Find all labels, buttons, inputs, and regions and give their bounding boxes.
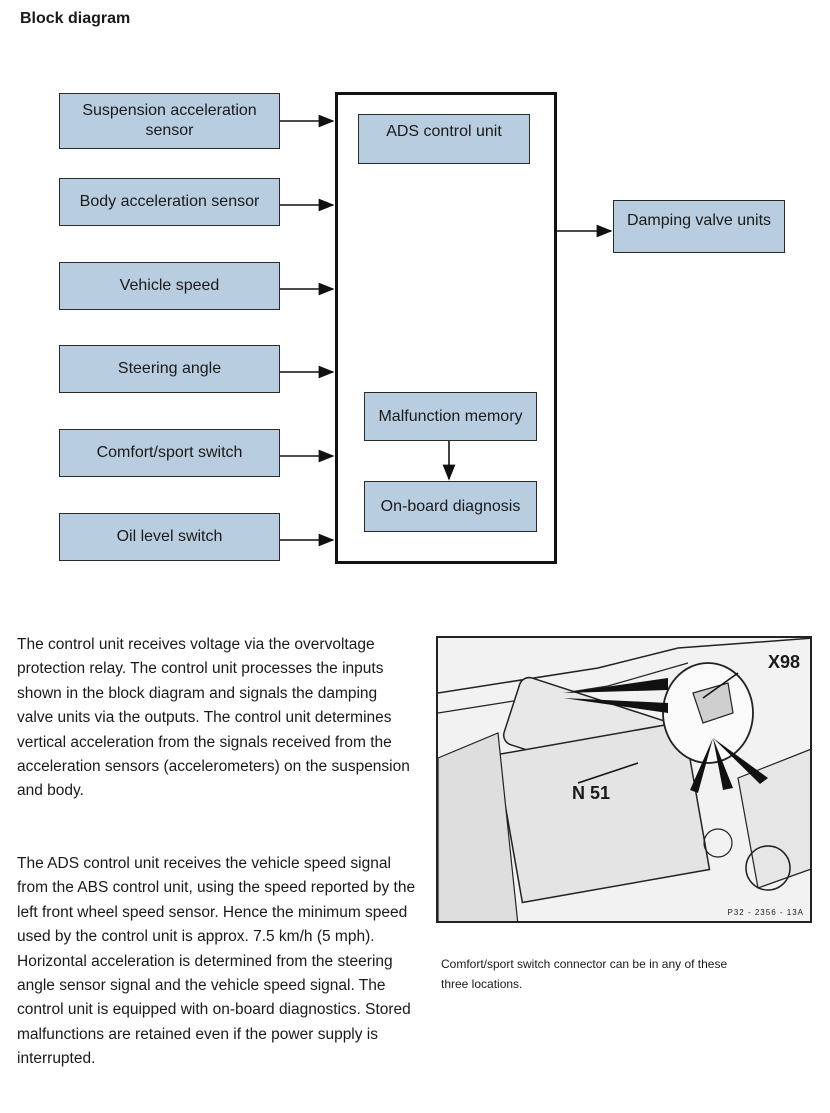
connector-label: X98 [768, 652, 801, 672]
input-label: Suspension acceleration sensor [82, 102, 257, 139]
damping-valve-units-box: Damping valve units [613, 200, 785, 253]
ads-control-unit-box: ADS control unit [358, 114, 530, 164]
malfunction-memory-label: Malfunction memory [378, 407, 523, 425]
input-box-body-sensor: Body acceleration sensor [59, 178, 280, 226]
input-label: Steering angle [117, 360, 222, 377]
input-label: Oil level switch [116, 528, 223, 545]
input-box-suspension-sensor: Suspension acceleration sensor [59, 93, 280, 149]
paragraph-voltage: The control unit receives voltage via th… [17, 636, 410, 800]
diagram-arrows [280, 114, 613, 547]
memory-arrow [442, 441, 456, 481]
malfunction-memory-box: Malfunction memory [364, 392, 537, 441]
engine-bay-drawing [438, 638, 810, 921]
page-title: Block diagram [20, 10, 131, 27]
damping-valve-units-label: Damping valve units [626, 212, 772, 229]
input-box-comfort-switch: Comfort/sport switch [59, 429, 280, 477]
figure-caption: Comfort/sport switch connector can be in… [441, 957, 728, 991]
ads-control-unit-label: ADS control unit [386, 123, 502, 140]
input-label: Vehicle speed [119, 277, 220, 294]
input-box-oil-level: Oil level switch [59, 513, 280, 561]
engine-bay-illustration: X98 N 51 P32 - 2356 - 13A [436, 636, 812, 923]
input-label: Comfort/sport switch [96, 444, 243, 461]
figure-reference: P32 - 2356 - 13A [727, 908, 804, 917]
onboard-diagnosis-box: On-board diagnosis [364, 481, 537, 532]
onboard-diagnosis-label: On-board diagnosis [380, 497, 521, 515]
input-label: Body acceleration sensor [79, 193, 260, 210]
control-unit-label: N 51 [572, 783, 611, 803]
input-box-steering-angle: Steering angle [59, 345, 280, 393]
paragraph-speed: The ADS control unit receives the vehicl… [17, 855, 416, 1068]
input-box-vehicle-speed: Vehicle speed [59, 262, 280, 310]
